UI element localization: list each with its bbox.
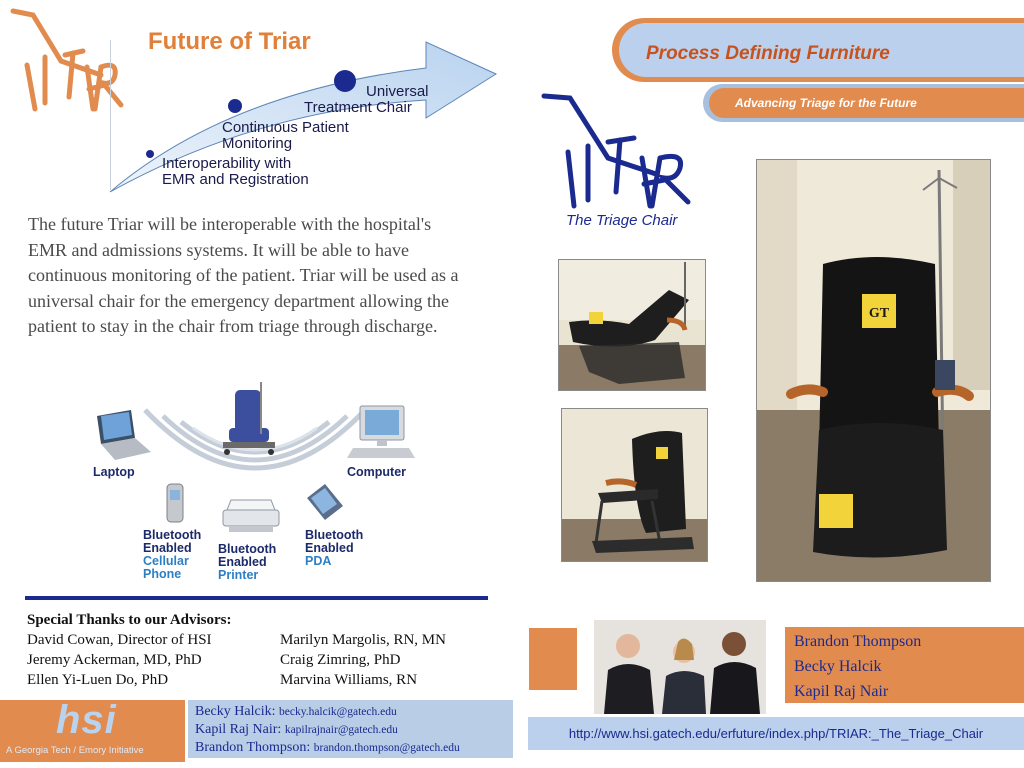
arrow-label-1: Universal — [366, 83, 429, 100]
phone-label-line-4: Phone — [143, 567, 182, 581]
header-title: Process Defining Furniture — [646, 43, 890, 64]
roadmap-arrow: Universal Treatment Chair Continuous Pat… — [108, 40, 503, 200]
advisor-1: David Cowan, Director of HSI — [27, 632, 212, 648]
triar-logo-orange — [10, 8, 124, 112]
hsi-logo: hsi — [56, 698, 117, 742]
arrow-label-4: Monitoring — [222, 135, 293, 152]
chair-photo-front: GT — [756, 159, 991, 582]
contact-1-email[interactable]: becky.halcik@gatech.edu — [278, 706, 397, 718]
advisor-4: Marilyn Margolis, RN, MN — [280, 632, 446, 648]
gt-badge: GT — [869, 306, 890, 321]
hsi-logo-box: hsi A Georgia Tech / Emory Initiative — [0, 698, 185, 762]
contact-1-name: Becky Halcik: — [195, 704, 276, 719]
phone-label-line-3: Cellular — [143, 554, 189, 568]
subheader-pill-inner — [709, 88, 1024, 118]
printer-label: Bluetooth Enabled Printer — [218, 543, 276, 582]
chair-icon — [223, 382, 275, 455]
future-paragraph: The future Triar will be interoperable w… — [28, 214, 459, 336]
chair-photo-reclined — [558, 259, 706, 391]
contact-box: Becky Halcik: becky.halcik@gatech.edu Ka… — [188, 700, 513, 758]
arrow-shape — [109, 41, 498, 193]
team-member-3: Kapil Raj Nair — [794, 683, 889, 700]
phone-icon — [166, 483, 184, 523]
advisor-6: Marvina Williams, RN — [280, 672, 418, 688]
advisor-2: Jeremy Ackerman, MD, PhD — [27, 652, 202, 668]
pda-label-line-3: PDA — [305, 554, 332, 568]
header-pill-inner — [619, 23, 1024, 77]
laptop-label: Laptop — [93, 465, 135, 479]
contact-1: Becky Halcik: becky.halcik@gatech.edu — [195, 703, 513, 721]
printer-label-line-1: Bluetooth — [218, 542, 277, 556]
orange-accent-square — [529, 628, 577, 690]
team-names-box: Brandon Thompson Becky Halcik Kapil Raj … — [785, 627, 1024, 703]
team-member-1: Brandon Thompson — [794, 633, 922, 650]
laptop-icon — [97, 410, 151, 460]
vertical-divider — [110, 40, 111, 190]
advisor-3: Ellen Yi-Luen Do, PhD — [27, 672, 169, 688]
network-graphic — [97, 382, 415, 532]
phone-label: Bluetooth Enabled Cellular Phone — [143, 529, 201, 581]
phone-label-line-1: Bluetooth — [143, 528, 202, 542]
advisors-heading: Special Thanks to our Advisors: — [27, 612, 232, 628]
subheader-title: Advancing Triage for the Future — [735, 96, 917, 110]
triar-logo-blue — [541, 93, 691, 209]
bluetooth-network-diagram: Laptop Computer Bluetooth Enabled Cellul… — [85, 380, 425, 585]
chair-photo-side — [561, 408, 708, 562]
arrow-label-6: EMR and Registration — [162, 171, 309, 188]
contact-2: Kapil Raj Nair: kapilrajnair@gatech.edu — [195, 721, 513, 739]
section-rule — [25, 596, 488, 600]
future-title: Future of Triar — [148, 28, 311, 55]
pda-icon — [307, 484, 343, 520]
project-url[interactable]: http://www.hsi.gatech.edu/erfuture/index… — [528, 717, 1024, 750]
arrow-label-5: Interoperability with — [162, 155, 292, 172]
contact-3-name: Brandon Thompson: — [195, 740, 311, 755]
team-photo — [594, 620, 766, 714]
arrow-label-2: Treatment Chair — [304, 99, 412, 116]
printer-label-line-2: Enabled — [218, 555, 267, 569]
milestone-dot-medium — [228, 99, 242, 113]
milestone-dot-small — [146, 150, 154, 158]
triage-caption: The Triage Chair — [566, 212, 678, 229]
pda-label: Bluetooth Enabled PDA — [305, 529, 363, 568]
printer-label-line-3: Printer — [218, 568, 259, 582]
printer-icon — [222, 499, 280, 532]
advisors-column-2: Marilyn Margolis, RN, MN Craig Zimring, … — [280, 630, 446, 690]
computer-icon — [347, 405, 415, 458]
phone-label-line-2: Enabled — [143, 541, 192, 555]
computer-label: Computer — [347, 465, 407, 479]
milestone-dot-large — [334, 70, 356, 92]
contact-2-name: Kapil Raj Nair: — [195, 722, 282, 737]
advisors-block: Special Thanks to our Advisors: David Co… — [27, 610, 232, 690]
pda-label-line-1: Bluetooth — [305, 528, 364, 542]
contact-3-email[interactable]: brandon.thompson@gatech.edu — [313, 742, 460, 754]
hsi-tagline: A Georgia Tech / Emory Initiative — [6, 745, 144, 756]
team-member-2: Becky Halcik — [794, 658, 882, 675]
contact-3: Brandon Thompson: brandon.thompson@gatec… — [195, 739, 513, 757]
contact-2-email[interactable]: kapilrajnair@gatech.edu — [284, 724, 398, 736]
advisor-5: Craig Zimring, PhD — [280, 652, 401, 668]
pda-label-line-2: Enabled — [305, 541, 354, 555]
arrow-label-3: Continuous Patient — [222, 119, 349, 136]
